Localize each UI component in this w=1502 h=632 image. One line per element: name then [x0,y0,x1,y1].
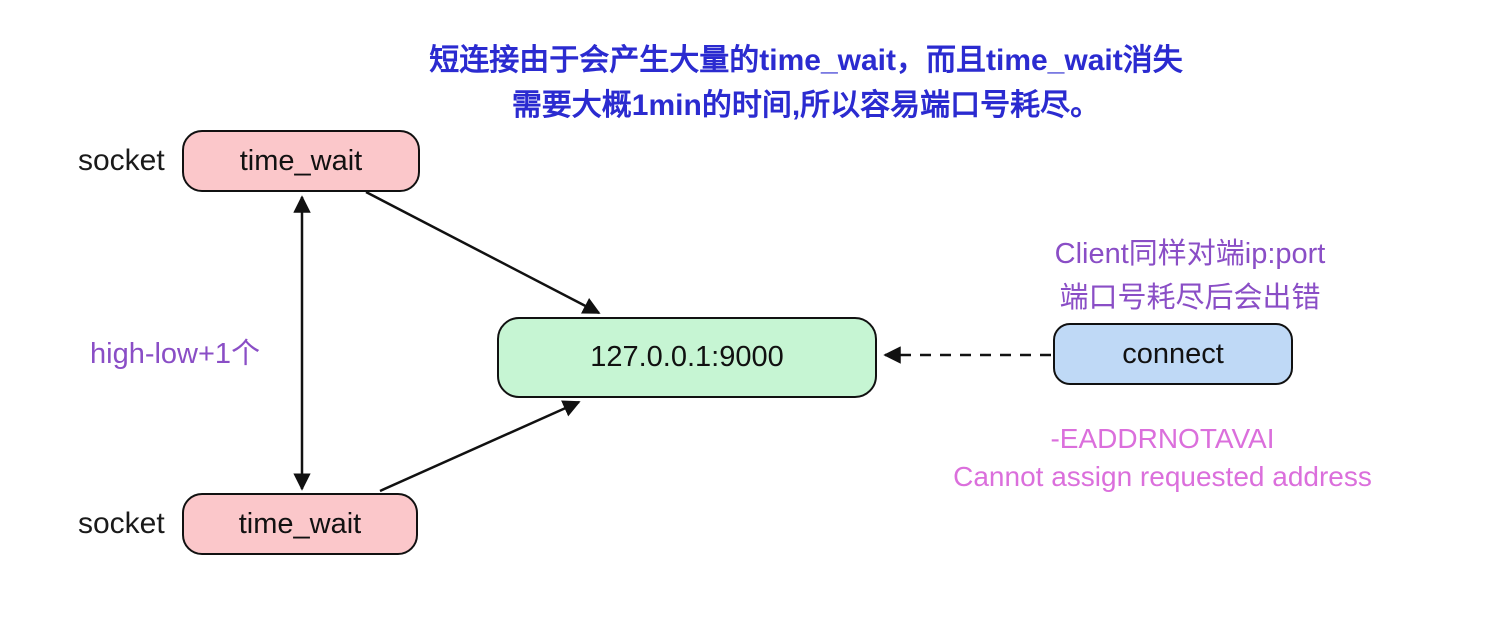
error-annotation: -EADDRNOTAVAI Cannot assign requested ad… [905,420,1420,496]
socket-label-bottom: socket [78,507,165,540]
node-server-endpoint: 127.0.0.1:9000 [497,317,877,398]
bottom-socket-to-server-arrow [379,400,581,493]
node-timewait-bottom-label: time_wait [238,507,362,540]
diagram-title-line1: 短连接由于会产生大量的time_wait，而且time_wait消失 [429,44,1183,77]
node-connect: connect [1053,323,1293,385]
node-timewait-top-label: time_wait [239,144,363,177]
node-server-endpoint-label: 127.0.0.1:9000 [590,341,784,373]
top-socket-to-server-arrow [365,190,601,315]
node-connect-label: connect [1122,337,1224,370]
node-timewait-bottom: time_wait [182,493,418,555]
error-line2: Cannot assign requested address [953,461,1372,492]
client-note-line2: 端口号耗尽后会出错 [1059,282,1321,314]
client-note-annotation: Client同样对端ip:port 端口号耗尽后会出错 [1000,232,1380,320]
diagram-title-line2: 需要大概1min的时间,所以容易端口号耗尽。 [511,89,1101,122]
error-line1: -EADDRNOTAVAI [1050,423,1275,454]
client-note-line1: Client同样对端ip:port [1054,238,1326,270]
node-timewait-top: time_wait [182,130,420,192]
port-range-annotation: high-low+1个 [90,338,261,370]
diagram-title: 短连接由于会产生大量的time_wait，而且time_wait消失 需要大概1… [110,38,1502,128]
socket-label-top: socket [78,144,165,177]
